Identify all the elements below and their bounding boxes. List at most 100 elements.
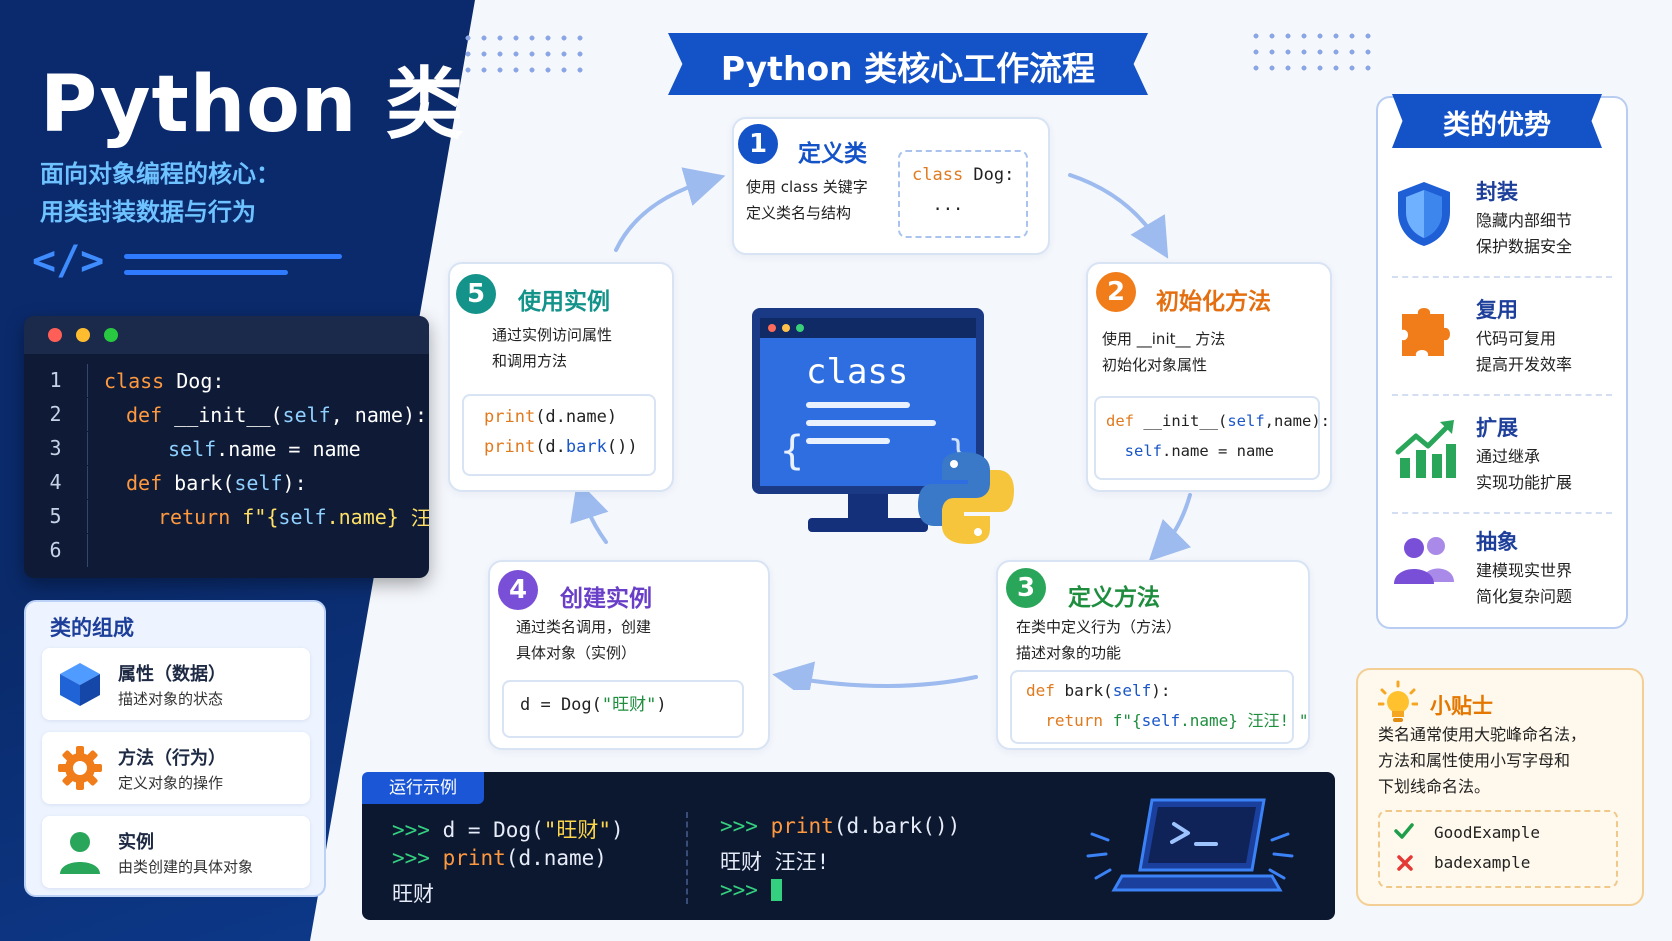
- keyword: def: [1106, 412, 1134, 430]
- desc-line: 在类中定义行为（方法）: [1016, 618, 1182, 636]
- advantage-desc: 建模现实世界简化复杂问题: [1476, 558, 1572, 610]
- divider: [1392, 394, 1612, 396]
- keyword: def: [1026, 681, 1055, 700]
- step-title: 使用实例: [518, 289, 610, 315]
- arrow-5-to-1: [614, 167, 726, 252]
- code-text: Dog:: [963, 165, 1015, 185]
- composition-item-instance: 实例 由类创建的具体对象: [42, 816, 310, 888]
- gear-icon: [58, 746, 102, 790]
- advantage-title: 抽象: [1476, 530, 1518, 554]
- item-desc: 由类创建的具体对象: [118, 858, 254, 876]
- divider: [1392, 276, 1612, 278]
- code-tag-icon: </>: [32, 238, 105, 284]
- keyword: return: [1045, 711, 1104, 730]
- step-title: 定义方法: [1068, 585, 1160, 611]
- python-logo-icon: [918, 452, 1014, 544]
- step-code: def bark(self): return f"{self.name} 汪汪!…: [1010, 670, 1308, 744]
- cross-icon: [1397, 855, 1413, 871]
- console-output: 旺财: [392, 882, 434, 906]
- line-number: 2: [24, 398, 88, 431]
- subtitle-line-1: 面向对象编程的核心：: [40, 160, 280, 188]
- check-icon: [1394, 823, 1414, 839]
- code-text: bark(: [1054, 681, 1113, 700]
- center-class-word: class: [806, 352, 909, 392]
- svg-text:{: {: [780, 428, 804, 474]
- code-line: ...: [912, 195, 964, 215]
- code-text: d = Dog(: [520, 695, 602, 715]
- string-token: "旺财": [601, 695, 657, 715]
- monitor-illustration: { }: [752, 308, 1014, 544]
- lightbulb-icon: [1378, 680, 1418, 722]
- console-line: >>> d = Dog("旺财"): [392, 814, 624, 844]
- desc-line: 使用 __init__ 方法: [1102, 330, 1226, 348]
- subtitle-line-2: 用类封装数据与行为: [40, 198, 256, 226]
- step-code: print(d.name)print(d.bark()): [462, 394, 656, 476]
- code-line: print(d.bark()): [484, 432, 638, 462]
- step-title: 定义类: [798, 141, 867, 167]
- desc-line: 通过类名调用，创建: [516, 618, 652, 636]
- keyword: return: [158, 504, 231, 529]
- code-line: def bark(self):: [1026, 676, 1278, 706]
- tip-line: 方法和属性使用小写字母和: [1378, 751, 1571, 770]
- advantages-banner: [1392, 94, 1602, 148]
- line-number: 6: [24, 534, 88, 567]
- arrow-2-to-3: [1148, 493, 1192, 562]
- code-line: def __init__(self,name):: [1106, 406, 1330, 436]
- console-text: (d.name): [505, 846, 607, 870]
- decorative-dots: [460, 30, 588, 78]
- advantage-desc: 隐藏内部细节保护数据安全: [1476, 208, 1572, 260]
- keyword: print: [757, 814, 834, 838]
- item-title: 方法（行为）: [118, 748, 226, 769]
- desc-line: 初始化对象属性: [1102, 356, 1208, 374]
- code-line: print(d.name): [484, 402, 634, 432]
- user-icon: [60, 832, 100, 874]
- string-token: .name}: [326, 504, 399, 529]
- string-token: f"{: [230, 504, 279, 529]
- code-text: ,name):: [1264, 412, 1330, 430]
- maximize-dot-icon: [104, 328, 118, 342]
- desc-line: 通过继承: [1476, 447, 1541, 466]
- composition-title: 类的组成: [50, 616, 134, 640]
- console-line: >>> print(d.bark()): [720, 814, 960, 838]
- code-text: __init__(: [162, 402, 283, 427]
- code-text: ()): [606, 437, 638, 457]
- naming-examples: [1378, 810, 1618, 888]
- step-desc: 在类中定义行为（方法）描述对象的功能: [1016, 614, 1181, 666]
- console-text: d = Dog(: [429, 818, 544, 842]
- tips-title: 小贴士: [1430, 694, 1493, 718]
- line-number: 4: [24, 466, 88, 499]
- keyword: class: [104, 368, 165, 393]
- step-number-badge: 1: [738, 124, 778, 164]
- code-text: , name):: [330, 402, 428, 427]
- self-token: self: [168, 436, 217, 461]
- step-title: 创建实例: [560, 586, 652, 612]
- step-number-badge: 4: [498, 570, 538, 610]
- desc-line: 使用 class 关键字: [746, 178, 868, 196]
- keyword: print: [484, 407, 536, 427]
- editor-titlebar: [24, 316, 429, 354]
- line-number: 5: [24, 500, 88, 533]
- accent-line: [124, 254, 342, 259]
- keyword: def: [126, 470, 163, 495]
- step-code: def __init__(self,name): self.name = nam…: [1094, 396, 1330, 480]
- growth-chart-icon: [1395, 420, 1456, 478]
- desc-line: 通过实例访问属性: [492, 326, 613, 344]
- code-text: ):: [1151, 681, 1171, 700]
- code-text: (d.name): [535, 407, 618, 427]
- self-token: self: [1112, 681, 1152, 700]
- desc-line: 隐藏内部细节: [1476, 211, 1573, 230]
- code-text: __init__(: [1134, 412, 1228, 430]
- item-desc: 定义对象的操作: [118, 774, 224, 792]
- puzzle-icon: [1402, 308, 1450, 356]
- laptop-icon: [1086, 798, 1294, 892]
- accent-line: [124, 270, 288, 275]
- line-number: 3: [24, 432, 88, 465]
- step-code: class Dog: ...: [898, 150, 1028, 238]
- self-token: self: [1227, 412, 1265, 430]
- string-token: f"{: [1103, 711, 1142, 730]
- self-token: self: [234, 470, 283, 495]
- arrow-3-to-4: [772, 661, 978, 690]
- advantage-title: 封装: [1476, 180, 1518, 204]
- divider: [1392, 512, 1612, 514]
- code-text: ):: [282, 470, 307, 495]
